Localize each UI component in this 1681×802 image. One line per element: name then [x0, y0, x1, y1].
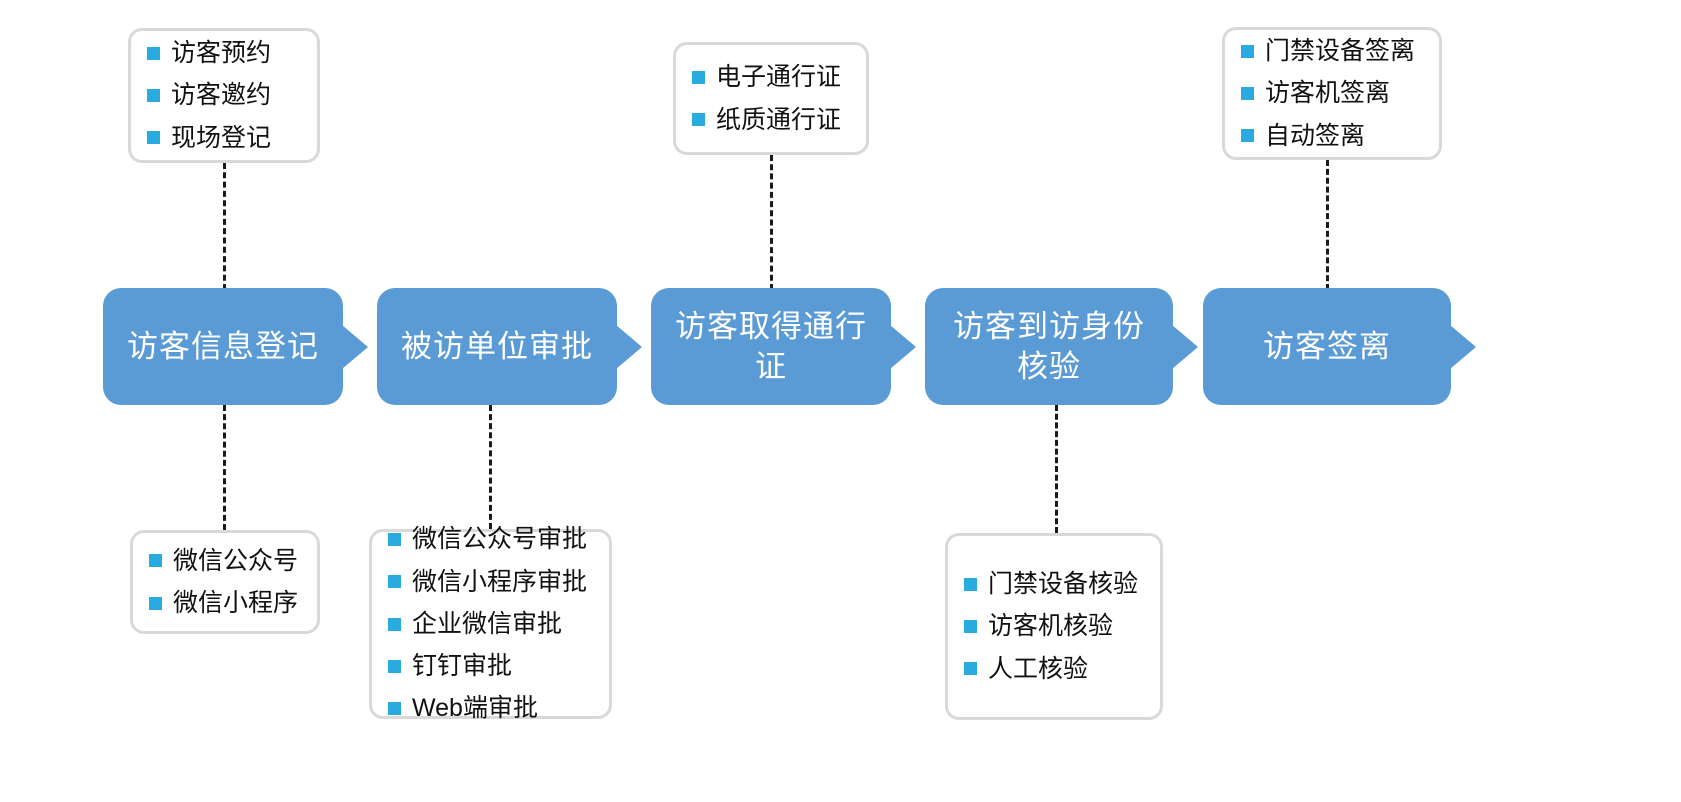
square-bullet-icon	[388, 533, 401, 546]
callout-item-label: 门禁设备核验	[988, 570, 1139, 599]
callout-bottom-step2[interactable]: 微信公众号审批 微信小程序审批 企业微信审批 钉钉审批 Web端审批	[369, 525, 612, 722]
square-bullet-icon	[149, 596, 162, 610]
connector-step1-top	[223, 163, 226, 290]
callout-item-label: 人工核验	[988, 654, 1089, 683]
square-bullet-icon	[388, 702, 401, 715]
step-4-label: 访客到访身份核验	[953, 308, 1145, 384]
process-step-1[interactable]: 访客信息登记	[103, 288, 368, 405]
list-item: 访客预约	[147, 35, 301, 71]
step-4-shape	[925, 288, 1173, 405]
callout-item-label: 微信小程序审批	[412, 567, 588, 596]
list-item: 电子通行证	[692, 59, 850, 95]
callout-item-label: 微信小程序	[173, 589, 299, 617]
square-bullet-icon	[147, 89, 160, 102]
callout-top-step3[interactable]: 电子通行证 纸质通行证	[673, 42, 869, 155]
square-bullet-icon	[388, 659, 401, 673]
list-item: 现场登记	[147, 120, 301, 156]
step-5-shape	[1203, 288, 1451, 405]
connector-step3-top	[770, 155, 773, 290]
step-1-label: 访客信息登记	[127, 328, 319, 364]
step-2-arrow-icon	[616, 324, 642, 369]
connector-step4-bottom	[1055, 405, 1058, 533]
list-item: 钉钉审批	[388, 648, 593, 684]
step-3-arrow-icon	[890, 324, 916, 369]
step-4-arrow-icon	[1172, 324, 1198, 369]
square-bullet-icon	[1241, 87, 1254, 100]
callout-item-label: 钉钉审批	[412, 652, 513, 681]
list-item: 门禁设备核验	[964, 566, 1144, 602]
list-item: 访客机核验	[964, 608, 1144, 644]
callout-item-label: Web端审批	[412, 694, 538, 723]
connector-step1-bottom	[223, 405, 226, 530]
callout-top-step5[interactable]: 门禁设备签离 访客机签离 自动签离	[1222, 27, 1442, 160]
square-bullet-icon	[692, 113, 705, 127]
square-bullet-icon	[964, 577, 977, 591]
callout-bottom-step1[interactable]: 微信公众号 微信小程序	[130, 530, 320, 634]
process-step-2[interactable]: 被访单位审批	[377, 288, 642, 405]
square-bullet-icon	[964, 620, 977, 633]
square-bullet-icon	[1241, 129, 1254, 143]
callout-item-label: 访客预约	[171, 39, 272, 68]
callout-item-label: 门禁设备签离	[1265, 37, 1416, 66]
connector-step2-bottom	[489, 405, 492, 529]
list-item: Web端审批	[388, 690, 593, 726]
callout-item-label: 访客机签离	[1265, 79, 1391, 108]
process-step-3[interactable]: 访客取得通行证	[651, 288, 916, 405]
callout-item-label: 自动签离	[1265, 121, 1366, 150]
square-bullet-icon	[692, 70, 705, 84]
list-item: 微信公众号审批	[388, 521, 593, 557]
step-2-label: 被访单位审批	[401, 328, 593, 364]
callout-item-label: 现场登记	[171, 123, 272, 152]
list-item: 访客机签离	[1241, 75, 1423, 111]
callout-item-label: 微信公众号	[173, 546, 299, 575]
callout-item-label: 电子通行证	[716, 63, 842, 92]
square-bullet-icon	[388, 617, 401, 631]
step-5-arrow-icon	[1450, 324, 1476, 369]
square-bullet-icon	[147, 131, 160, 145]
step-1-shape	[103, 288, 343, 405]
callout-item-label: 访客邀约	[171, 81, 272, 110]
list-item: 微信小程序审批	[388, 564, 593, 600]
step-3-label: 访客取得通行证	[675, 308, 867, 384]
list-item: 访客邀约	[147, 77, 301, 113]
step-1-arrow-icon	[342, 324, 368, 369]
process-step-5[interactable]: 访客签离	[1203, 288, 1476, 405]
list-item: 企业微信审批	[388, 606, 593, 642]
callout-item-label: 纸质通行证	[716, 105, 842, 134]
list-item: 自动签离	[1241, 118, 1423, 154]
step-3-shape	[651, 288, 891, 405]
step-5-label: 访客签离	[1263, 328, 1391, 364]
square-bullet-icon	[1241, 44, 1254, 58]
list-item: 人工核验	[964, 651, 1144, 687]
callout-top-step1[interactable]: 访客预约 访客邀约 现场登记	[128, 28, 320, 163]
list-item: 纸质通行证	[692, 102, 850, 138]
square-bullet-icon	[147, 46, 160, 60]
list-item: 微信公众号	[149, 543, 301, 579]
list-item: 微信小程序	[149, 585, 301, 621]
connector-step5-top	[1326, 160, 1329, 290]
square-bullet-icon	[388, 575, 401, 589]
square-bullet-icon	[149, 554, 162, 568]
callout-item-label: 企业微信审批	[412, 609, 563, 638]
callout-item-label: 访客机核验	[988, 612, 1114, 641]
callout-item-label: 微信公众号审批	[412, 525, 588, 554]
process-step-4[interactable]: 访客到访身份核验	[925, 288, 1198, 405]
list-item: 门禁设备签离	[1241, 33, 1423, 69]
square-bullet-icon	[964, 662, 977, 676]
step-2-shape	[377, 288, 617, 405]
callout-bottom-step4[interactable]: 门禁设备核验 访客机核验 人工核验	[945, 533, 1163, 720]
